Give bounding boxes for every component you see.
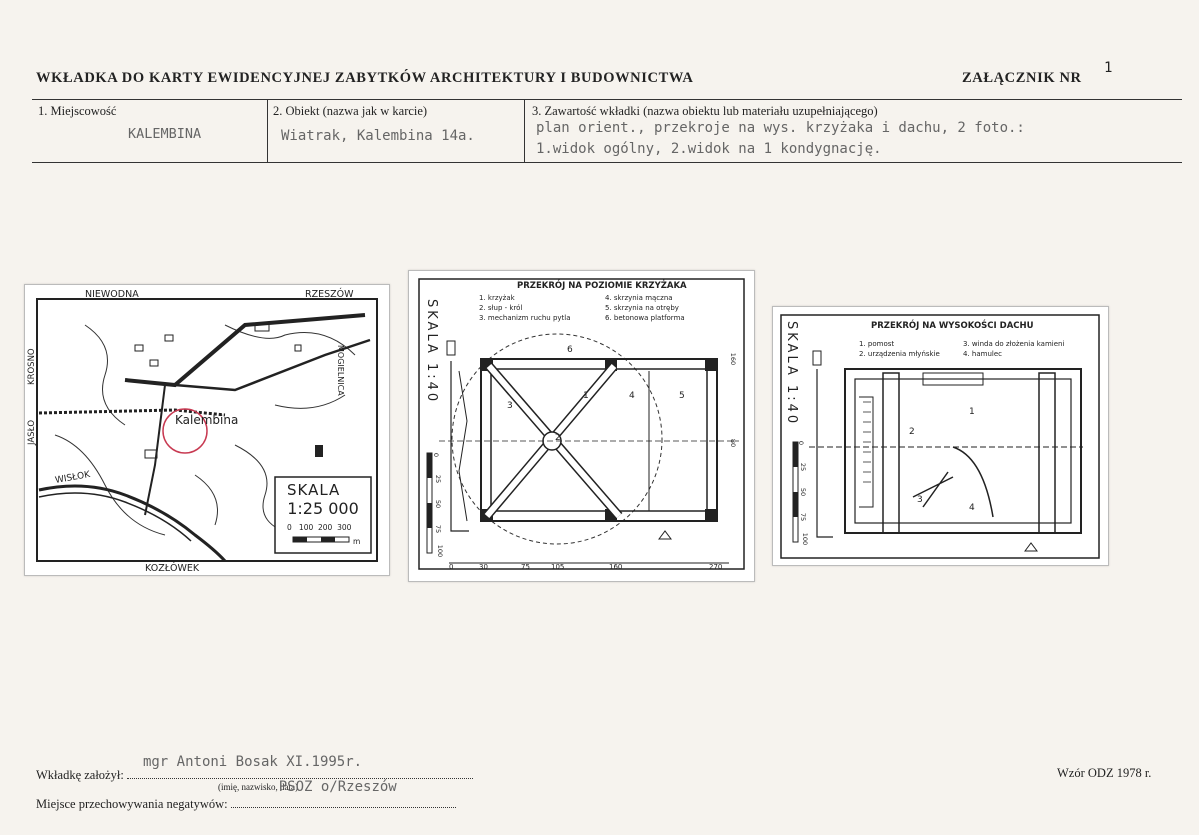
map-label-krosno: KROSNO <box>27 348 37 385</box>
locality-label: 1. Miejscowość <box>38 104 117 118</box>
section2-legend-left: 1. pomost 2. urządzenia młyńskie <box>859 339 940 359</box>
legend-item: 6. betonowa platforma <box>605 314 685 322</box>
x-tick: 160 <box>609 563 623 571</box>
section-roof-drawing: PRZEKRÓJ NA WYSOKOŚCI DACHU SKALA 1:40 1… <box>772 306 1109 566</box>
y-tick: 0 <box>432 452 441 458</box>
y-tick: 100 <box>436 544 445 558</box>
section1-number: 1 <box>583 391 589 401</box>
legend-item: 1. pomost <box>859 340 895 348</box>
field-divider-1 <box>267 100 268 162</box>
map-label-niewodna: NIEWODNA <box>85 289 139 300</box>
x-tick: 105 <box>551 563 565 571</box>
y-tick: 50 <box>434 499 443 509</box>
section2-legend-right: 3. winda do złożenia kamieni 4. hamulec <box>963 339 1064 359</box>
y-tick: 100 <box>801 532 810 546</box>
x-tick: 270 <box>709 563 723 571</box>
map-drawing <box>36 298 378 563</box>
section-crosspiece-drawing: PRZEKRÓJ NA POZIOMIE KRZYŻAKA SKALA 1:40… <box>408 270 755 582</box>
section2-number: 4 <box>969 503 975 513</box>
legend-item: 1. krzyżak <box>479 294 515 302</box>
form-title: WKŁADKA DO KARTY EWIDENCYJNEJ ZABYTKÓW A… <box>36 70 694 86</box>
section2-title: PRZEKRÓJ NA WYSOKOŚCI DACHU <box>871 321 1034 331</box>
map-scale-title: SKALA <box>287 481 341 499</box>
map-label-kalembina: Kalembina <box>175 413 239 427</box>
annex-number: 1 <box>1104 60 1113 76</box>
map-scale-value: 1:25 000 <box>287 499 359 518</box>
annex-label: ZAŁĄCZNIK NR <box>962 70 1082 86</box>
x-tick: 30 <box>479 563 488 571</box>
form-label: Wzór ODZ 1978 r. <box>1057 766 1152 780</box>
header-rule <box>32 99 1182 100</box>
contents-label: 3. Zawartość wkładki (nazwa obiektu lub … <box>532 104 878 118</box>
legend-item: 4. hamulec <box>963 350 1002 358</box>
legend-item: 3. winda do złożenia kamieni <box>963 340 1065 348</box>
section1-right-tick: 160 <box>729 352 738 366</box>
section2-number: 2 <box>909 427 915 437</box>
legend-item: 5. skrzynia na otręby <box>605 304 679 312</box>
storage-dotted-line: PSOZ o/Rzeszów <box>230 779 456 808</box>
section2-drawing <box>780 314 1100 559</box>
field-divider-2 <box>524 100 525 162</box>
section1-legend-left: 1. krzyżak 2. słup - król 3. mechanizm r… <box>479 293 571 323</box>
y-tick: 75 <box>434 524 443 534</box>
section1-legend-right: 4. skrzynia mączna 5. skrzynia na otręby… <box>605 293 685 323</box>
contents-line-1: plan orient., przekroje na wys. krzyżaka… <box>536 120 1025 136</box>
x-tick: 0 <box>449 563 454 571</box>
created-hint: (imię, nazwisko, data) <box>218 782 298 792</box>
section1-number: 2 <box>555 433 561 443</box>
map-label-mogielnica: MOGIELNICA <box>336 345 345 396</box>
x-tick: 75 <box>521 563 530 571</box>
section1-number: 4 <box>629 391 635 401</box>
y-tick: 25 <box>799 462 808 472</box>
legend-item: 3. mechanizm ruchu pytla <box>479 314 571 322</box>
section1-number: 6 <box>567 345 573 355</box>
storage-row: Miejsce przechowywania negatywów: PSOZ o… <box>36 779 456 812</box>
y-tick: 75 <box>799 512 808 522</box>
storage-label: Miejsce przechowywania negatywów: <box>36 797 228 811</box>
section2-scale: SKALA 1:40 <box>784 321 799 427</box>
section1-right-tick: 80 <box>729 438 738 448</box>
locality-value: KALEMBINA <box>128 126 202 142</box>
y-tick: 50 <box>799 487 808 497</box>
legend-item: 2. słup - król <box>479 304 523 312</box>
section2-number: 1 <box>969 407 975 417</box>
map-scale-unit: m <box>353 537 361 546</box>
section1-number: 3 <box>507 401 513 411</box>
created-row: Wkładkę założył: mgr Antoni Bosak XI.199… <box>36 754 473 783</box>
map-label-kozlowek: KOZŁÓWEK <box>145 563 200 574</box>
map-label-jaslo: JASŁO <box>27 419 37 445</box>
created-value: mgr Antoni Bosak XI.1995r. <box>142 754 363 770</box>
section1-number: 5 <box>679 391 685 401</box>
object-value: Wiatrak, Kalembina 14a. <box>281 128 475 144</box>
created-dotted-line: mgr Antoni Bosak XI.1995r. <box>126 754 473 779</box>
y-tick: 25 <box>434 474 443 484</box>
section2-number: 3 <box>917 495 923 505</box>
fields-bottom-rule <box>32 162 1182 163</box>
legend-item: 2. urządzenia młyńskie <box>859 350 940 358</box>
legend-item: 4. skrzynia mączna <box>605 294 673 302</box>
contents-line-2: 1.widok ogólny, 2.widok na 1 kondygnację… <box>536 141 882 157</box>
map-scale-ticks: 0 100 200 300 <box>287 523 352 532</box>
section1-scale: SKALA 1:40 <box>424 299 439 405</box>
map-label-rzeszow: RZESZÓW <box>305 289 354 300</box>
y-tick: 0 <box>797 440 806 446</box>
object-label: 2. Obiekt (nazwa jak w karcie) <box>273 104 428 118</box>
storage-value: PSOZ o/Rzeszów <box>278 779 397 795</box>
section1-title: PRZEKRÓJ NA POZIOMIE KRZYŻAKA <box>517 281 687 291</box>
orientation-map: NIEWODNA RZESZÓW MOGIELNICA KROSNO JASŁO… <box>24 284 390 576</box>
section1-drawing <box>418 278 745 570</box>
created-label: Wkładkę założył: <box>36 768 124 782</box>
